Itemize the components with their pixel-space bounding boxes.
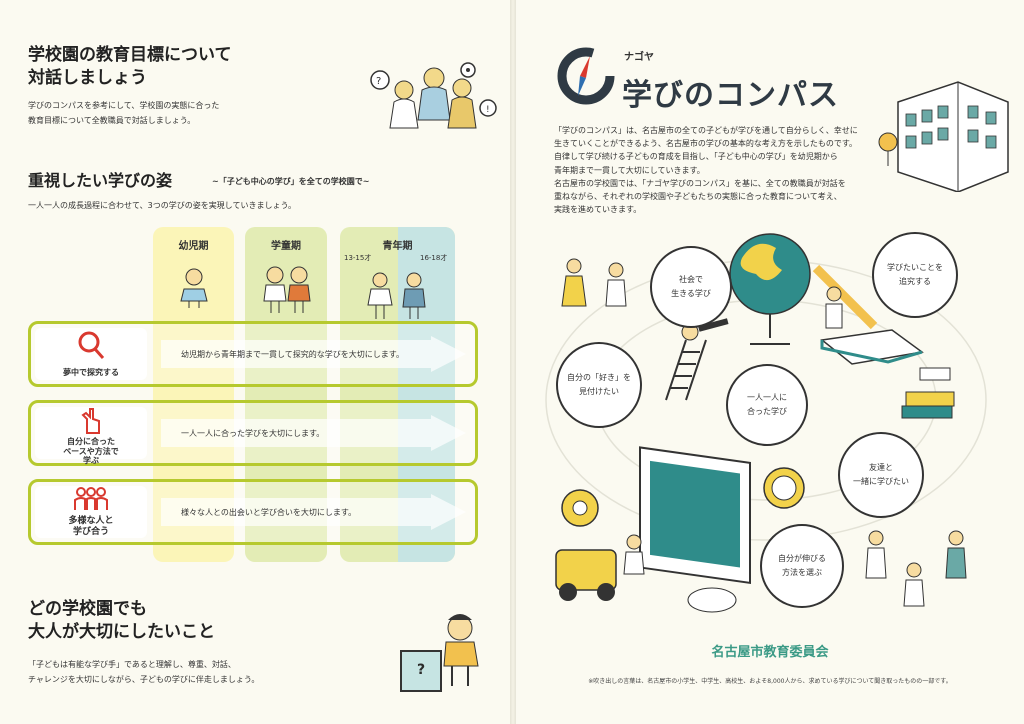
- logo-title: 学びのコンパス: [622, 78, 839, 113]
- speech-bubble-individual: 一人一人に 合った学び: [726, 364, 808, 446]
- row-arrow-explore: [161, 336, 466, 372]
- row-label-own-pace-line-2: ペースや方法で: [63, 446, 119, 456]
- logo-subtitle: ナゴヤ: [624, 52, 654, 63]
- section-3-title-line-2: 大人が大切にしたいこと: [28, 621, 215, 642]
- left-page: 学校園の教育目標について 対話しましょう 学びのコンパスを参考にして、学校園の実…: [0, 0, 510, 724]
- intro-line-5: 名古屋市の学校園では、「ナゴヤ学びのコンパス」を基に、全ての教職員が対話を: [554, 178, 846, 188]
- learning-row-explore: 夢中で探究する 幼児期から青年期まで一貫して探究的な学びを大切にします。: [28, 321, 478, 387]
- section-2-subtitle: ~「子ども中心の学び」を全ての学校園で~: [212, 177, 370, 186]
- row-arrow-diverse-people: [161, 494, 466, 530]
- learning-row-own-pace: 自分に合った ペースや方法で 学ぶ 一人一人に合った学びを大切にします。: [28, 400, 478, 466]
- pointing-hand-icon: [81, 408, 100, 434]
- intro-line-4: 青年期まで一貫して大切にしていきます。: [554, 165, 705, 175]
- column-label-school-age: 学童期: [271, 241, 301, 252]
- speech-bubble-pursue: 学びたいことを 追究する: [872, 232, 958, 318]
- row-label-own-pace-line-1: 自分に合った: [67, 437, 115, 446]
- learning-row-diverse-people: 多様な人と 学び合う 様々な人との出会いと学び合いを大切にします。: [28, 479, 478, 545]
- row-label-own-pace: 自分に合った ペースや方法で 学ぶ: [31, 437, 151, 466]
- students-icon: [367, 272, 426, 319]
- teachers-dialogue-illustration: ? !: [370, 62, 497, 129]
- row-label-explore: 夢中で探究する: [63, 368, 119, 377]
- intro-line-3: 自律して学び続ける子どもの育成を目指し、「子ども中心の学び」を幼児期から: [554, 152, 838, 162]
- intro-text: 「学びのコンパス」は、名古屋市の全ての子どもが学びを通して自分らしく、幸せに 生…: [554, 124, 858, 216]
- intro-line-1: 「学びのコンパス」は、名古屋市の全ての子どもが学びを通して自分らしく、幸せに: [554, 126, 858, 135]
- column-label-adolescence: 青年期: [382, 241, 413, 252]
- section-1-body-line-2: 教育目標について全教職員で対話しましょう。: [28, 116, 196, 126]
- school-building-illustration: [878, 81, 1009, 192]
- row-icon-box-explore: [35, 328, 147, 380]
- svg-text:?: ?: [376, 76, 381, 87]
- schoolchildren-icon: [263, 266, 311, 313]
- publisher-name: 名古屋市教育委員会: [711, 645, 829, 660]
- right-page: ナゴヤ 学びのコンパス 「学びのコンパス」は、名古屋市の全ての子どもが学びを通し…: [516, 0, 1024, 724]
- speech-bubble-choose-method: 自分が伸びる 方法を選ぶ: [760, 524, 844, 608]
- row-text-explore: 幼児期から青年期まで一貫して探究的な学びを大切にします。: [181, 350, 404, 359]
- speech-bubble-society: 社会で 生きる学び: [650, 246, 732, 328]
- compass-logo-icon: [557, 47, 615, 105]
- page-fold: [510, 0, 516, 724]
- speech-bubble-find-likes: 自分の「好き」を 見付けたい: [556, 342, 642, 428]
- section-1-body: 学びのコンパスを参考にして、学校園の実態に合った 教育目標について全教職員で対話…: [28, 98, 219, 128]
- intro-line-2: 生きていくことができるよう、名古屋市の学びの基本的な考え方を示したものです。: [554, 139, 858, 149]
- row-label-diverse-people: 多様な人と 学び合う: [31, 516, 151, 538]
- toddler-icon: [180, 268, 208, 308]
- row-label-diverse-people-line-2: 学び合う: [72, 526, 109, 537]
- group-of-people-icon: [74, 487, 108, 510]
- column-label-early-childhood: 幼児期: [178, 241, 209, 252]
- section-3-title-line-1: どの学校園でも: [28, 599, 147, 619]
- age-range-13-15: 13-15才: [344, 254, 372, 262]
- learning-scene-illustration: [545, 233, 987, 613]
- row-label-diverse-people-line-1: 多様な人と: [68, 516, 114, 526]
- row-arrow-own-pace: [161, 415, 466, 451]
- svg-text:!: !: [486, 105, 490, 115]
- footnote: ※吹き出しの言葉は、名古屋市の小学生、中学生、高校生、およそ8,000人から、求…: [588, 678, 952, 685]
- section-3-body-line-1: 「子どもは有能な学び手」であると理解し、尊重、対話、: [28, 660, 236, 669]
- question-box: ?: [400, 650, 442, 692]
- section-1-title-line-1: 学校園の教育目標について: [28, 45, 232, 65]
- row-label-own-pace-line-3: 学ぶ: [83, 456, 99, 466]
- row-icon-box-diverse-people: [35, 486, 147, 538]
- section-2-body: 一人一人の成長過程に合わせて、3つの学びの姿を実現していきましょう。: [28, 201, 296, 210]
- row-text-own-pace: 一人一人に合った学びを大切にします。: [181, 429, 325, 438]
- section-1-title-line-2: 対話しましょう: [28, 67, 147, 88]
- section-3-body-line-2: チャレンジを大切にしながら、子どもの学びに伴走しましょう。: [28, 675, 260, 685]
- section-1-title: 学校園の教育目標について 対話しましょう: [28, 44, 232, 90]
- question-mark: ?: [416, 662, 426, 678]
- section-2-title: 重視したい学びの姿: [28, 171, 173, 190]
- curious-child-illustration: [443, 614, 479, 686]
- section-1-body-line-1: 学びのコンパスを参考にして、学校園の実態に合った: [28, 101, 220, 110]
- age-range-16-18: 16-18才: [420, 254, 448, 262]
- section-3-title: どの学校園でも 大人が大切にしたいこと: [28, 598, 215, 644]
- magnifier-icon: [78, 331, 105, 359]
- intro-line-7: 実践を進めていきます。: [554, 205, 642, 215]
- intro-line-6: 重ねながら、それぞれの学校園や子どもたちの実態に合った教育について考え、: [554, 191, 842, 201]
- row-text-diverse-people: 様々な人との出会いと学び合いを大切にします。: [181, 508, 357, 517]
- section-3-body: 「子どもは有能な学び手」であると理解し、尊重、対話、 チャレンジを大切にしながら…: [28, 657, 259, 687]
- speech-bubble-friends: 友達と 一緒に学びたい: [838, 432, 924, 518]
